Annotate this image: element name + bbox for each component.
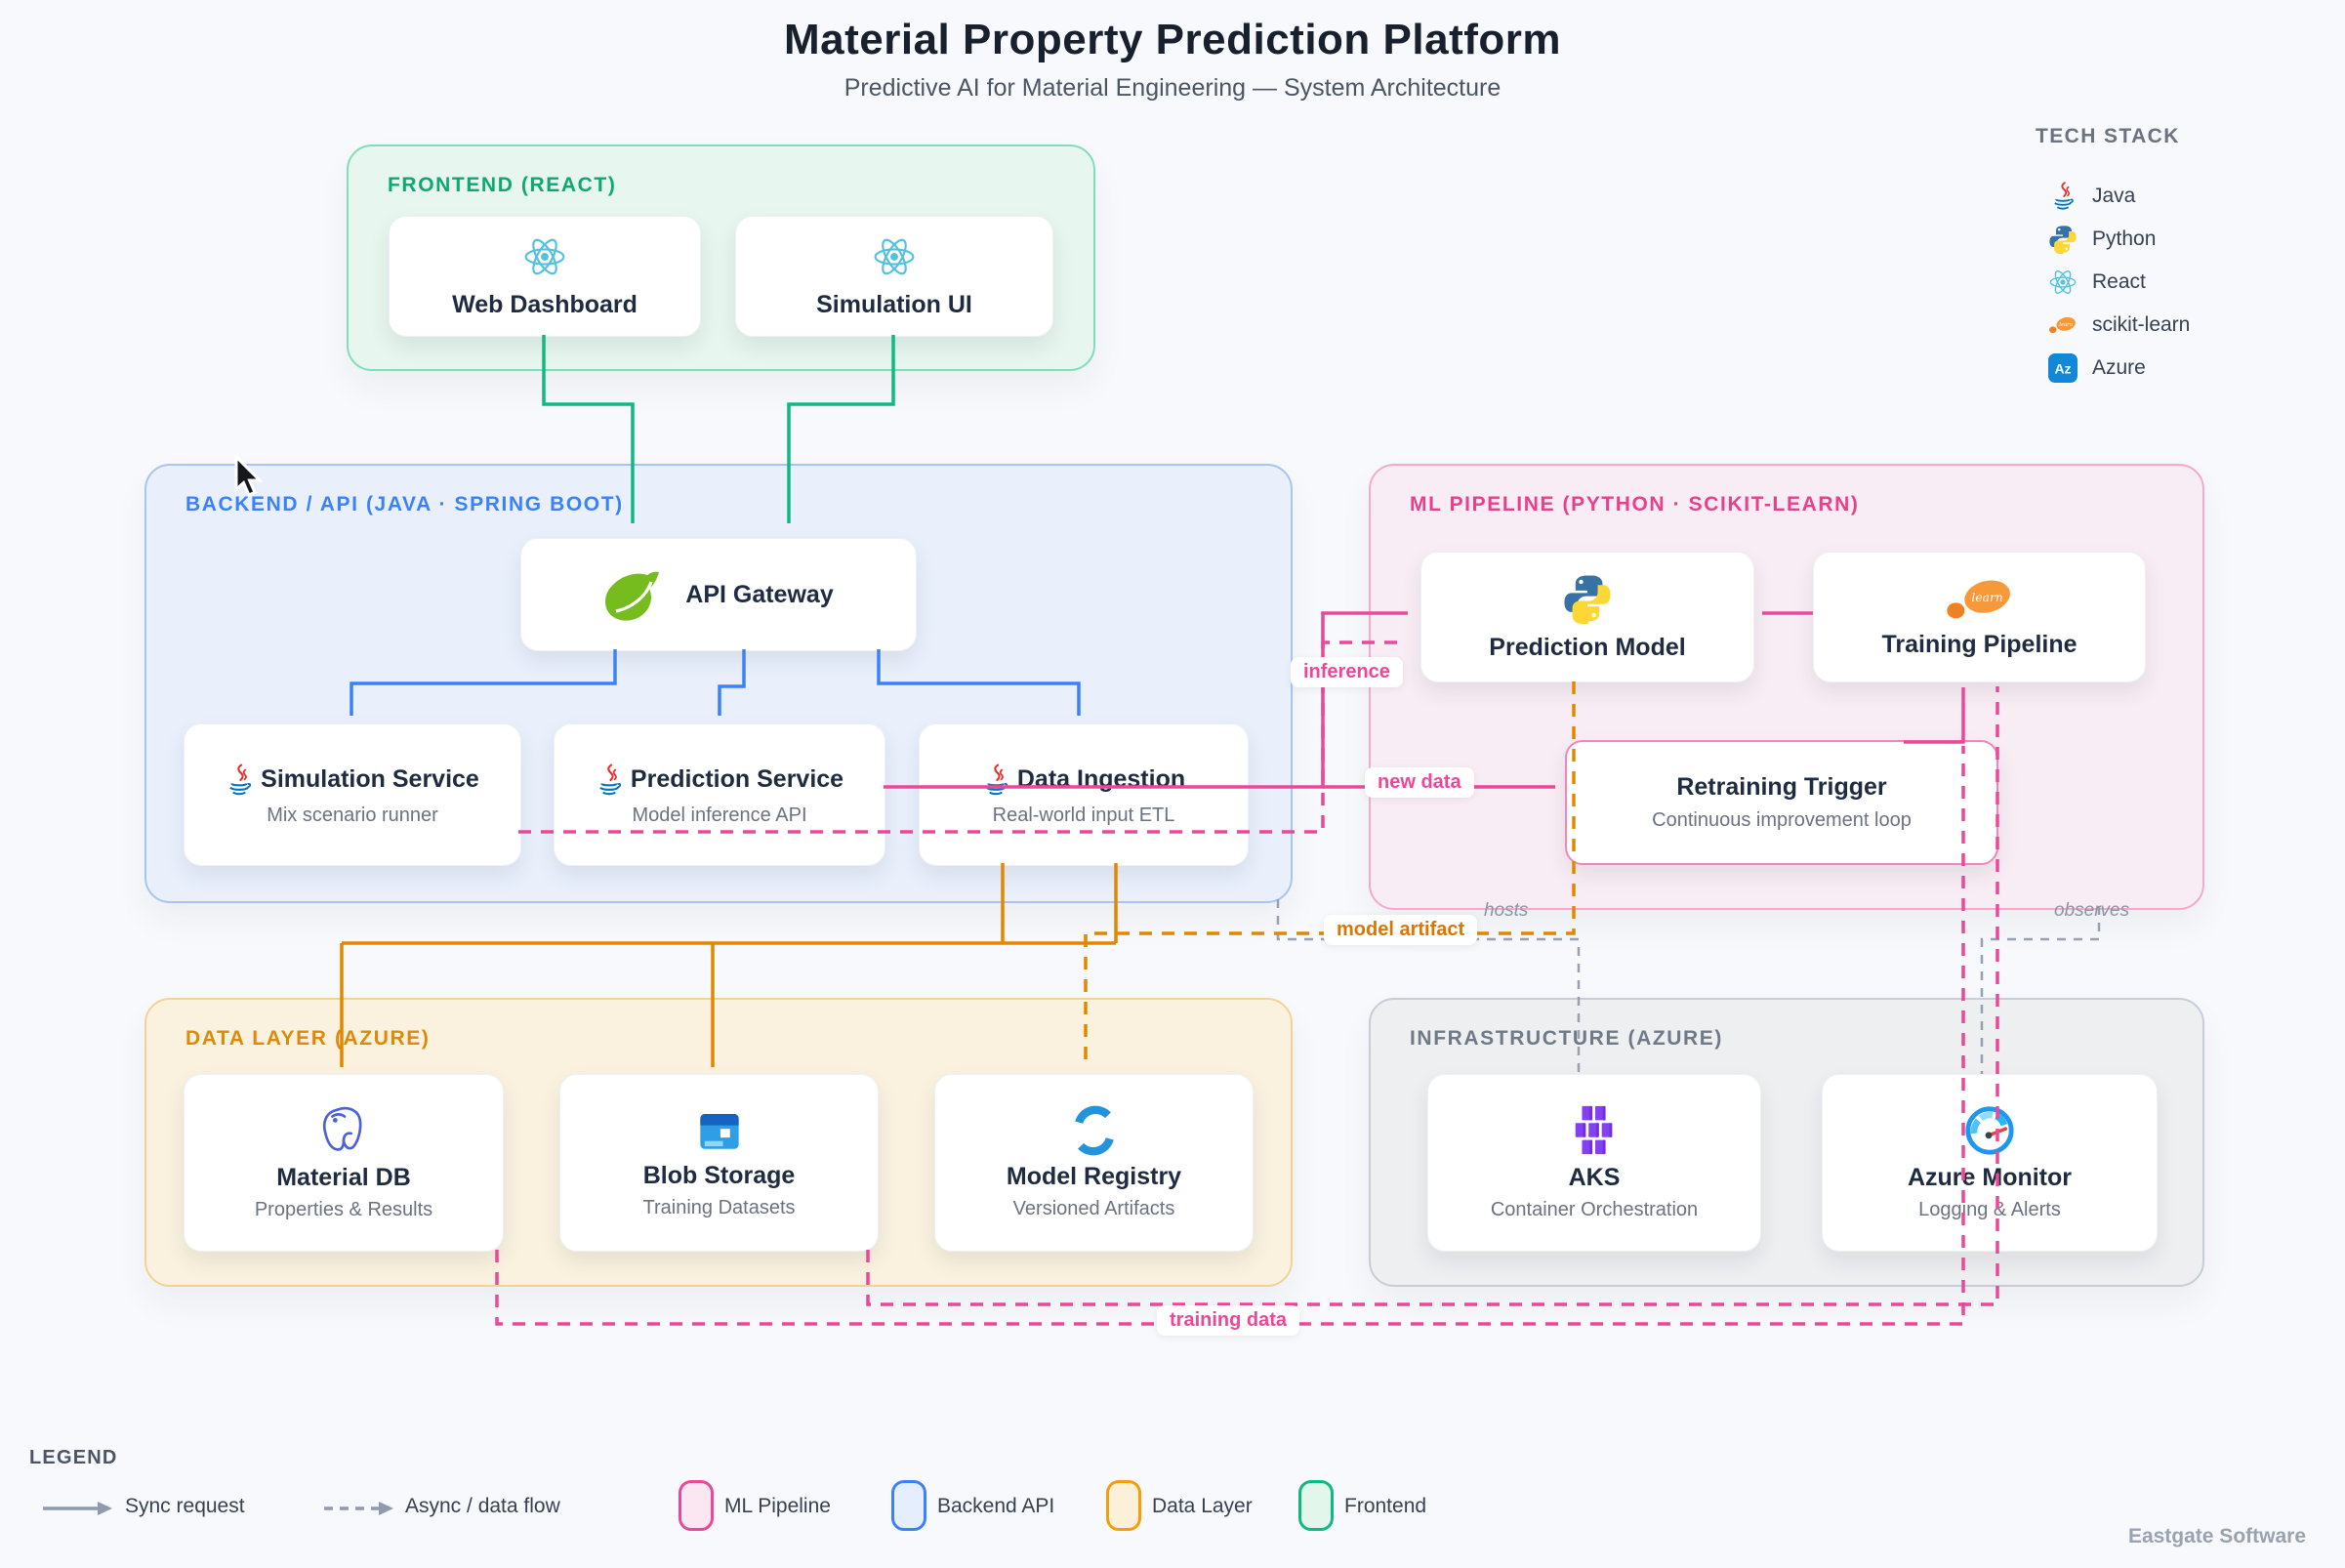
node-title: Web Dashboard — [452, 290, 638, 318]
aks-icon — [1568, 1104, 1621, 1157]
node-prediction-service: Prediction Service Model inference API — [554, 723, 885, 866]
sync-icon — [1069, 1105, 1120, 1156]
spring-icon — [603, 563, 666, 626]
svg-text:Az: Az — [2054, 361, 2071, 377]
node-title: Material DB — [276, 1164, 411, 1191]
watermark: Eastgate Software — [2127, 1525, 2306, 1547]
node-material-db: Material DB Properties & Results — [184, 1074, 504, 1252]
node-training-pipeline: learn Training Pipeline — [1813, 552, 2146, 682]
node-simulation-ui: Simulation UI — [735, 216, 1053, 337]
frontend-section-label: FRONTEND (REACT) — [388, 174, 617, 196]
node-title: Azure Monitor — [1907, 1164, 2073, 1191]
python-icon — [2048, 225, 2078, 254]
tech-stack-item-azure: Az Azure — [2048, 351, 2302, 385]
legend-ml-label: ML Pipeline — [724, 1495, 831, 1517]
java-icon — [2048, 182, 2078, 211]
legend-title: LEGEND — [29, 1447, 118, 1468]
legend-sync-label: Sync request — [125, 1495, 245, 1517]
java-icon — [226, 763, 253, 797]
node-title: Training Pipeline — [1881, 630, 2078, 658]
node-subtitle: Versioned Artifacts — [1012, 1198, 1175, 1219]
tech-stack-item-sklearn: learn scikit-learn — [2048, 309, 2302, 342]
mouse-cursor-icon — [232, 453, 266, 503]
legend-swatch-frontend — [1298, 1480, 1334, 1531]
node-aks: AKS Container Orchestration — [1427, 1074, 1761, 1252]
node-title: Retraining Trigger — [1676, 773, 1887, 801]
page-subtitle: Predictive AI for Material Engineering —… — [843, 74, 1502, 102]
node-title: Prediction Service — [630, 765, 844, 793]
legend-swatch-ml — [679, 1480, 714, 1531]
node-title: Simulation Service — [261, 765, 479, 793]
node-subtitle: Model inference API — [632, 804, 807, 826]
tech-stack-label: Azure — [2092, 356, 2146, 379]
tech-stack-label: Java — [2092, 185, 2136, 207]
react-icon — [872, 234, 917, 279]
tech-stack-title: TECH STACK — [2036, 125, 2180, 147]
sync-arrow-icon — [41, 1500, 115, 1522]
node-subtitle: Training Datasets — [642, 1197, 796, 1218]
infrastructure-section-label: INFRASTRUCTURE (AZURE) — [1410, 1027, 1724, 1050]
legend-frontend-label: Frontend — [1344, 1495, 1427, 1517]
tech-stack-item-python: Python — [2048, 223, 2302, 256]
tech-stack-item-react: React — [2048, 266, 2302, 299]
node-model-registry: Model Registry Versioned Artifacts — [934, 1074, 1254, 1252]
page-title: Material Property Prediction Platform — [783, 16, 1562, 63]
sklearn-icon: learn — [2048, 310, 2078, 340]
edge-label-new-data: new data — [1365, 767, 1474, 798]
java-icon — [596, 763, 623, 797]
edge-label-observes: observes — [2054, 900, 2130, 921]
node-subtitle: Mix scenario runner — [267, 804, 438, 826]
react-icon — [2048, 268, 2078, 297]
ml-pipeline-section-label: ML PIPELINE (PYTHON · SCIKIT-LEARN) — [1410, 493, 1860, 516]
tech-stack-panel: TECH STACK Java Python React learn sciki… — [2036, 125, 2190, 383]
node-subtitle: Properties & Results — [254, 1199, 433, 1220]
legend-data-label: Data Layer — [1152, 1495, 1253, 1517]
gauge-icon — [1963, 1104, 2016, 1157]
backend-section-label: BACKEND / API (JAVA · SPRING BOOT) — [185, 493, 624, 516]
python-icon — [1562, 573, 1613, 624]
edge-label-model-artifact: model artifact — [1324, 915, 1478, 945]
svg-text:learn: learn — [1971, 590, 2002, 603]
node-subtitle: Container Orchestration — [1490, 1199, 1699, 1220]
node-retraining-trigger: Retraining Trigger Continuous improvemen… — [1565, 740, 1998, 865]
node-subtitle: Continuous improvement loop — [1652, 809, 1912, 831]
edge-label-training-data: training data — [1157, 1305, 1300, 1336]
node-subtitle: Real-world input ETL — [992, 804, 1175, 826]
node-title: Model Registry — [1006, 1163, 1182, 1190]
node-azure-monitor: Azure Monitor Logging & Alerts — [1822, 1074, 2158, 1252]
node-title: Simulation UI — [816, 290, 972, 318]
node-web-dashboard: Web Dashboard — [389, 216, 701, 337]
node-title: Data Ingestion — [1016, 765, 1186, 793]
blob-storage-icon — [695, 1106, 744, 1155]
node-blob-storage: Blob Storage Training Datasets — [559, 1074, 879, 1252]
postgresql-icon — [317, 1104, 370, 1157]
node-data-ingestion: Data Ingestion Real-world input ETL — [919, 723, 1249, 866]
node-prediction-model: Prediction Model — [1420, 552, 1754, 682]
tech-stack-label: React — [2092, 270, 2146, 293]
tech-stack-item-java: Java — [2048, 180, 2302, 213]
java-icon — [982, 763, 1009, 797]
data-layer-section-label: DATA LAYER (AZURE) — [185, 1027, 431, 1050]
async-arrow-icon — [322, 1500, 396, 1522]
azure-icon: Az — [2048, 353, 2078, 383]
legend-swatch-backend — [891, 1480, 926, 1531]
node-title: API Gateway — [685, 580, 834, 608]
legend-swatch-data — [1106, 1480, 1141, 1531]
svg-text:learn: learn — [2059, 322, 2072, 328]
node-simulation-service: Simulation Service Mix scenario runner — [184, 723, 521, 866]
node-title: AKS — [1568, 1164, 1621, 1191]
legend-async-label: Async / data flow — [405, 1495, 560, 1517]
node-title: Blob Storage — [642, 1162, 796, 1189]
edge-label-inference: inference — [1291, 657, 1403, 687]
node-title: Prediction Model — [1489, 633, 1686, 661]
node-api-gateway: API Gateway — [520, 538, 917, 651]
sklearn-icon: learn — [1945, 576, 2015, 623]
tech-stack-label: scikit-learn — [2092, 313, 2191, 336]
react-icon — [522, 234, 567, 279]
tech-stack-label: Python — [2092, 227, 2157, 250]
edge-label-hosts: hosts — [1484, 900, 1529, 921]
node-subtitle: Logging & Alerts — [1918, 1199, 2061, 1220]
legend-backend-label: Backend API — [937, 1495, 1055, 1517]
